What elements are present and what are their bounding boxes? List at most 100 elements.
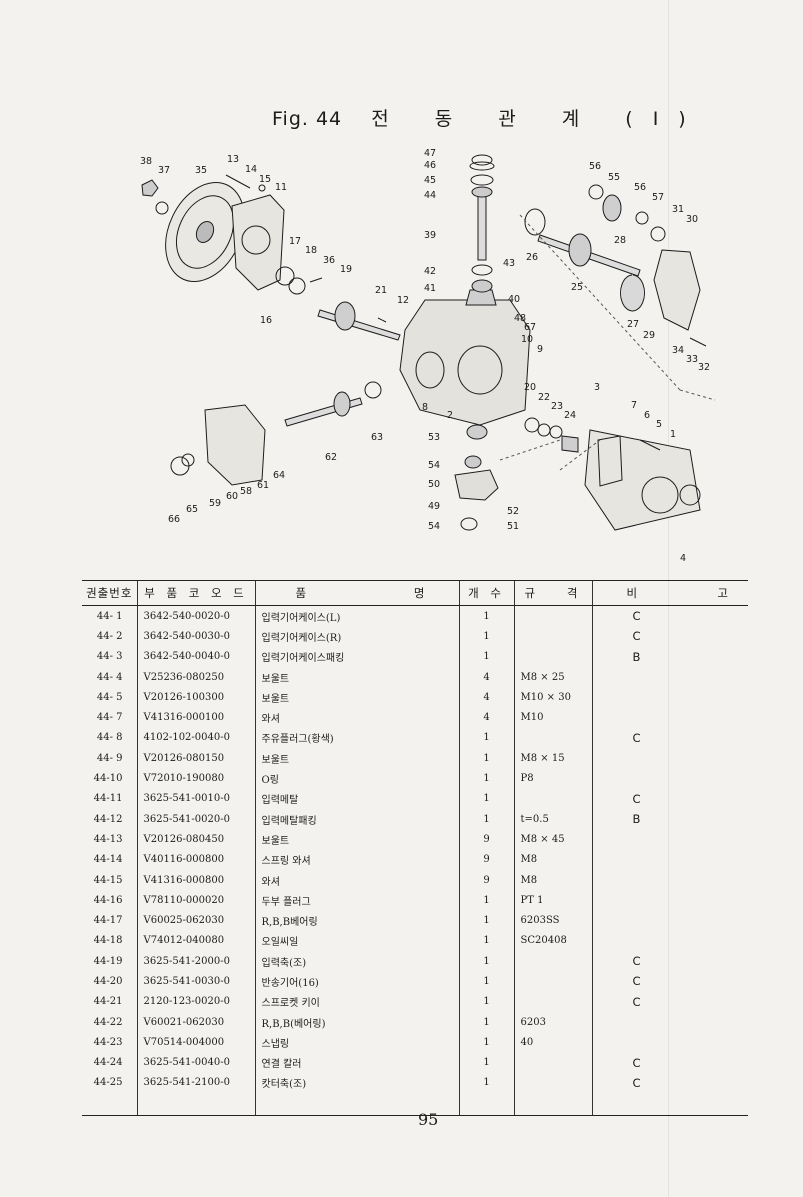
cell-part-code: V78110-000020 (136, 890, 255, 911)
cell-spec: P8 (513, 768, 592, 789)
callout-label: 54 (428, 521, 440, 532)
callout-label: 47 (424, 148, 436, 159)
cell-ref-no: 44- 4 (96, 671, 123, 683)
callout-label: 45 (424, 175, 436, 186)
callout-label: 39 (424, 230, 436, 241)
callout-label: 2 (447, 410, 453, 421)
cell-quantity: 1 (458, 626, 514, 647)
callout-label: 32 (698, 362, 710, 373)
connecting-tube (584, 429, 701, 531)
cell-part-code: V20126-100300 (136, 687, 255, 708)
cell-spec (513, 951, 592, 972)
cell-spec: M8 (513, 849, 592, 870)
cell-part-name: R,B,B베어링 (254, 910, 459, 931)
empty-cell (591, 1093, 748, 1117)
cell-part-code: 2120-123-0020-0 (136, 991, 255, 1012)
cell-quantity: 1 (458, 1072, 514, 1094)
cell-remark: C (591, 991, 748, 1012)
cell-part-name: 입력기어케이스패킹 (254, 646, 459, 667)
cell-quantity: 1 (458, 646, 514, 667)
table-filler-row (82, 1093, 748, 1117)
cell-spec: 6203SS (513, 910, 592, 931)
cell-part-code: V60021-062030 (136, 1011, 255, 1033)
cell-remark: C (591, 1072, 748, 1094)
cell-quantity: 1 (458, 748, 514, 769)
cell-ref-no: 44- 8 (96, 732, 123, 744)
cell-part-code: 3625-541-2000-0 (136, 951, 255, 972)
lower-shaft (284, 397, 363, 427)
callout-label: 53 (428, 432, 440, 443)
callout-label: 11 (275, 182, 287, 193)
callout-label: 35 (195, 165, 207, 176)
empty-cell (458, 1093, 514, 1117)
washer (155, 201, 169, 215)
cell-part-code: 3642-540-0030-0 (136, 626, 255, 647)
cell-quantity: 9 (458, 849, 514, 870)
callout-label: 24 (564, 410, 576, 421)
empty-cell (513, 1093, 592, 1117)
callout-label: 54 (428, 460, 440, 471)
cell-remark: C (591, 971, 748, 992)
callout-label: 30 (686, 214, 698, 225)
cell-part-code: 3625-541-0040-0 (136, 1052, 255, 1073)
callout-label: 44 (424, 190, 436, 201)
cell-quantity: 9 (458, 869, 514, 891)
cell-part-name: 주유플러그(황색) (254, 727, 459, 749)
callout-label: 16 (260, 315, 272, 326)
callout-label: 42 (424, 266, 436, 277)
header-part-code: 부 품 코 오 드 (136, 580, 255, 606)
cell-remark (591, 768, 748, 789)
cell-quantity: 1 (458, 1011, 514, 1033)
callout-label: 27 (627, 319, 639, 330)
callout-label: 21 (375, 285, 387, 296)
cell-spec: M8 (513, 869, 592, 891)
cell-part-name: 입력기어케이스(L) (254, 605, 459, 627)
cell-part-code: V20126-080450 (136, 829, 255, 850)
cell-remark (591, 829, 748, 850)
cell-remark (591, 849, 748, 870)
cell-quantity: 4 (458, 707, 514, 728)
header-quantity: 개 수 (458, 580, 514, 606)
callout-label: 5 (656, 419, 662, 430)
callout-label: 19 (340, 264, 352, 275)
figure-number: Fig. 44 (272, 108, 343, 130)
cell-spec: SC20408 (513, 930, 592, 952)
cell-ref-no: 44-19 (93, 955, 123, 967)
cell-ref-no: 44-18 (93, 935, 123, 947)
callout-label: 31 (672, 204, 684, 215)
cell-remark (591, 666, 748, 688)
cell-ref-no: 44-21 (93, 996, 123, 1008)
lower-left-cover (204, 404, 266, 486)
cell-quantity: 1 (458, 788, 514, 809)
vertical-shaft (477, 194, 487, 261)
callout-label: 28 (614, 235, 626, 246)
callout-label: 6 (644, 410, 650, 421)
cell-quantity: 1 (458, 727, 514, 749)
cell-ref-no: 44-23 (93, 1036, 123, 1048)
cell-remark: C (591, 605, 748, 627)
cell-remark: C (591, 1052, 748, 1073)
cell-spec (513, 788, 592, 809)
pulley-hub (195, 220, 215, 244)
cell-spec: M10 (513, 707, 592, 728)
cell-part-name: 오일씨일 (254, 930, 459, 952)
callout-label: 62 (325, 452, 337, 463)
cell-quantity: 1 (458, 605, 514, 627)
cell-remark (591, 890, 748, 911)
callout-label: 17 (289, 236, 301, 247)
callout-label: 12 (397, 295, 409, 306)
cell-quantity: 9 (458, 829, 514, 850)
callout-label: 9 (537, 344, 543, 355)
cell-part-name: 와셔 (254, 869, 459, 891)
cell-part-code: 3642-540-0020-0 (136, 605, 255, 627)
cell-part-name: 입력메탈 (254, 788, 459, 809)
cell-remark: C (591, 727, 748, 749)
